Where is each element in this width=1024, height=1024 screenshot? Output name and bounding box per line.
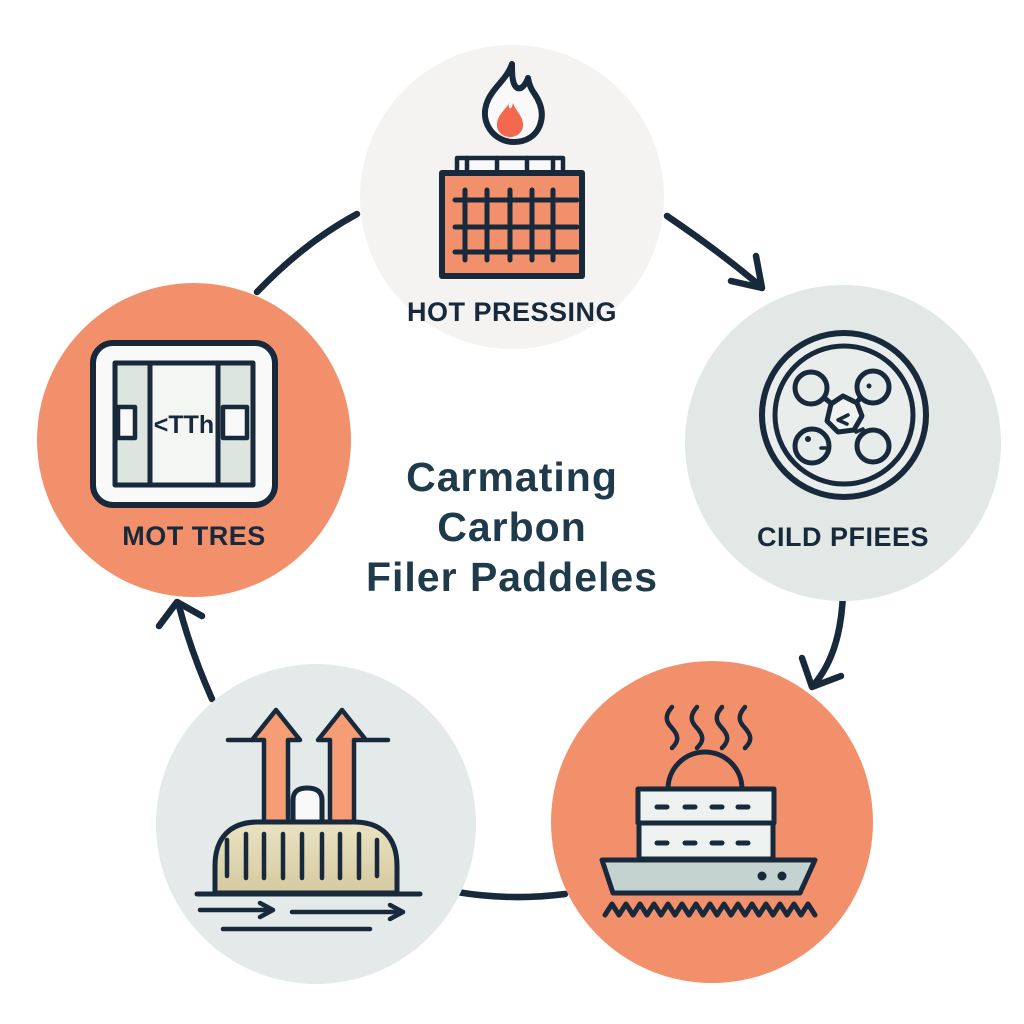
screen-icon-text: <TTh [154,411,214,439]
screen-inner-border [112,360,256,488]
title-line-1: Carmating [406,454,618,500]
title-line-2: Carbon [437,504,587,550]
flow-arrow-1 [197,900,276,920]
speck [866,383,872,389]
arrow-bottom-left-to-left [175,602,216,703]
mold-inner-ring [772,343,916,487]
arrow-right-to-bottom-right-head [798,654,845,691]
dome-tab [290,785,325,827]
inner-flame [496,102,524,137]
layer-dashes [654,804,751,846]
blob-squiggle [836,413,850,426]
molecule-node [792,369,830,407]
flame-press-grid-icon [439,61,585,279]
arrow-bottom-left-to-left-head [155,598,206,630]
node-hot-pressing: HOT PRESSING [360,45,664,349]
press-screen-icon: <TTh [90,340,278,508]
round-mold-plate-icon [759,330,929,500]
node-label-hot-pressing: HOT PRESSING [406,297,618,327]
molecule-node [792,426,832,466]
diagram-title: Carmating Carbon Filer Paddeles [0,452,1024,602]
arrow-top-to-right [663,212,763,289]
molecule-center-blob [824,393,865,435]
steam-squiggles [664,704,753,751]
up-arrows-dome-conveyor-icon [194,707,423,932]
connector-bottom [453,888,569,901]
screen-left-notch [115,404,138,441]
up-arrow-right [315,707,369,825]
arrow-right-to-bottom-right [812,589,847,686]
node-label-cild-pfiees: CILD PFIEES [756,522,930,552]
node-cild-pfiees: CILD PFIEES [685,285,1001,601]
waterline-zigzag [602,901,818,918]
node-mot-tres: <TTh MOT TRES [37,283,351,597]
hull [599,857,818,896]
press-rail-dividers [464,155,556,176]
molecule-node [854,368,892,406]
node-steam-cure [551,661,873,983]
bristle-dome [212,819,400,896]
dome-arch [665,749,745,792]
press-grid-lines [452,187,580,263]
node-degassing [156,664,476,984]
screen-center-panel [150,363,218,485]
arrow-top-to-right-head [727,252,766,292]
hull-dot [757,871,767,881]
dome-bristle-lines [224,831,380,881]
molecule-node [854,427,892,465]
title-line-3: Filer Paddeles [365,554,658,600]
screen-dividers [147,360,221,488]
node-label-mot-tres: MOT TRES [122,521,266,551]
hull-dot [777,871,787,881]
speck [805,436,811,442]
steaming-layered-hull-icon [599,704,818,918]
speck-line [819,427,865,450]
connector-left-to-top [253,210,361,296]
flow-arrow-2 [289,902,406,922]
screen-right-notch [220,404,250,441]
